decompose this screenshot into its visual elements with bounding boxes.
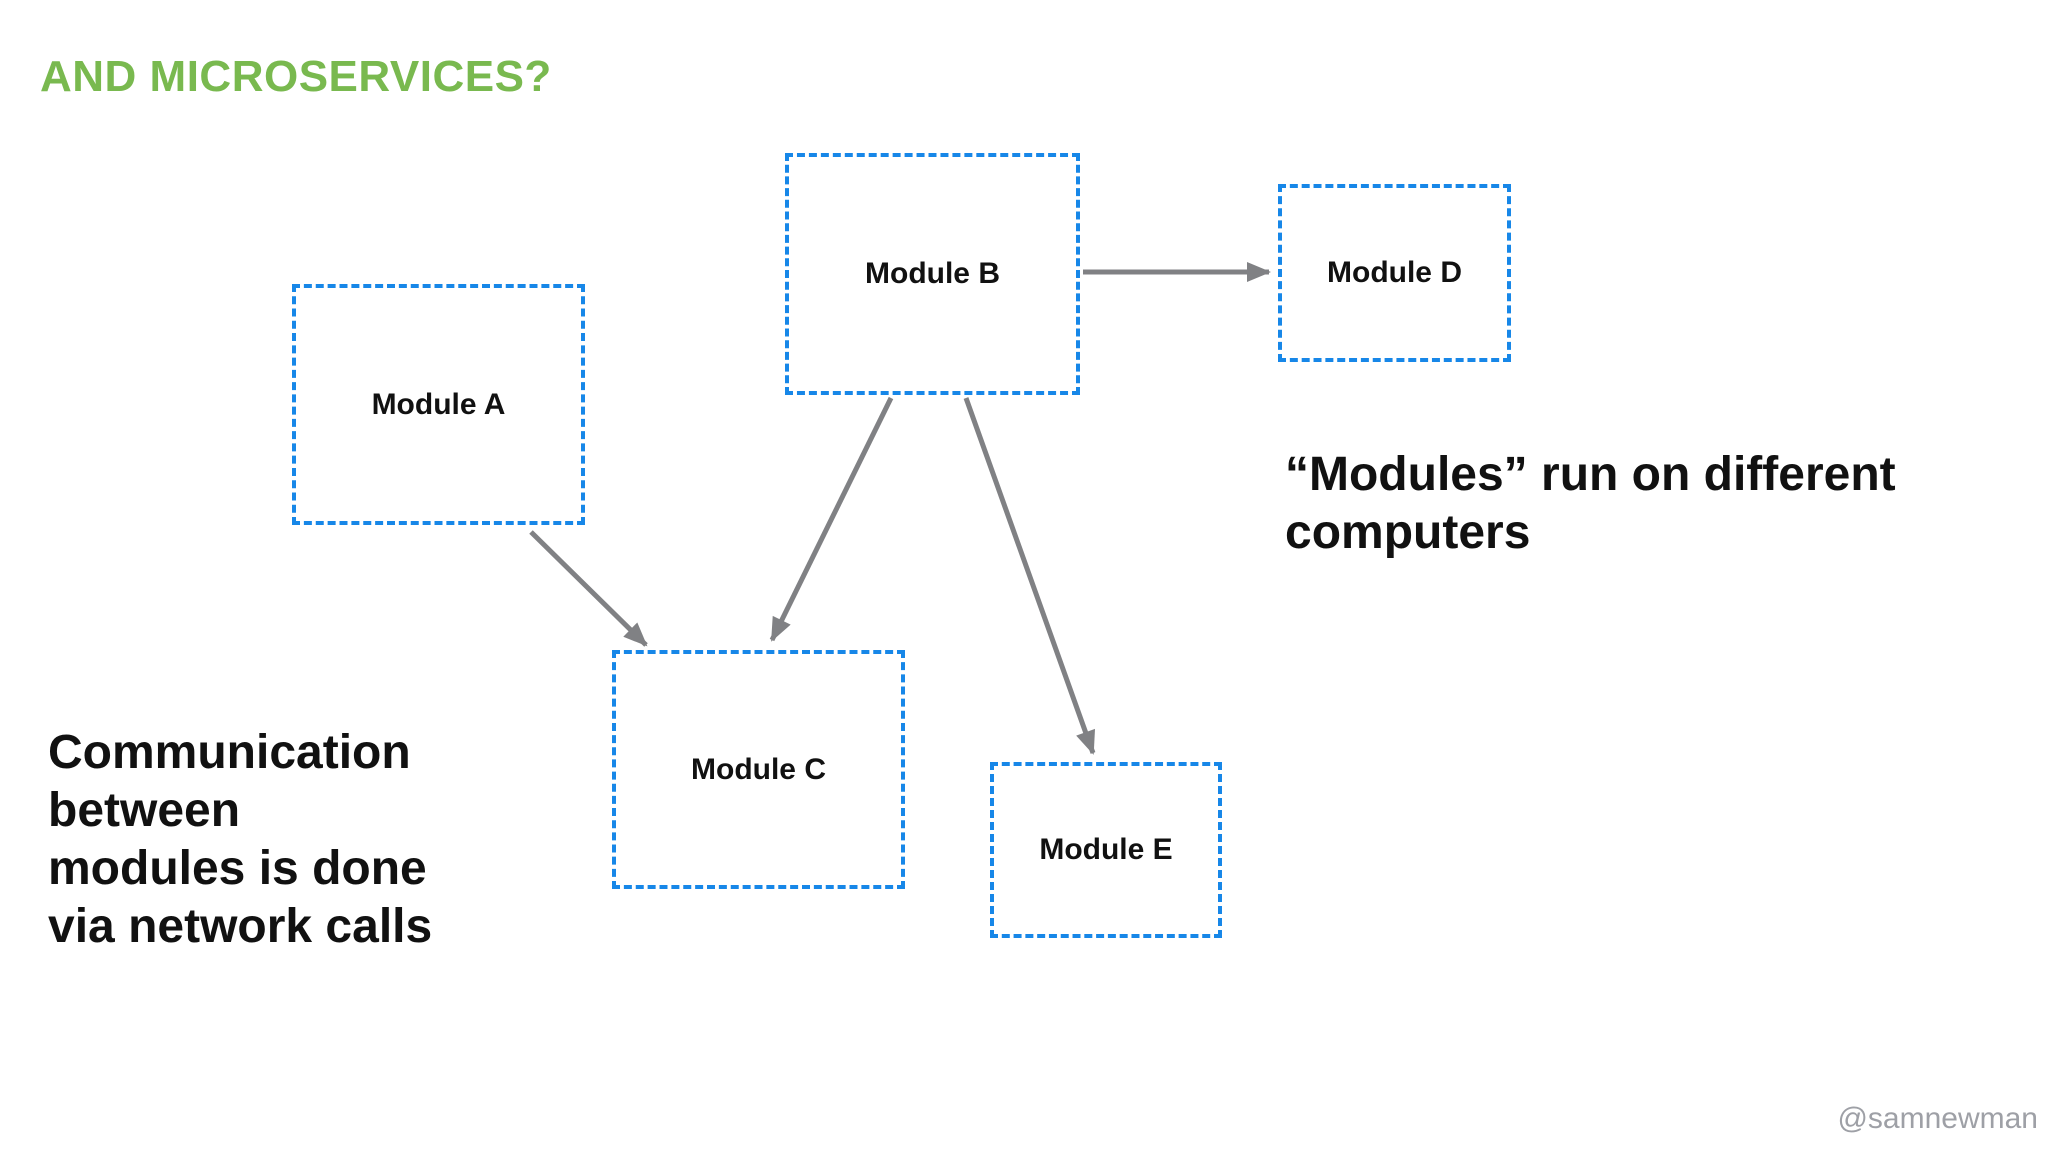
slide-title: AND MICROSERVICES?	[40, 52, 552, 101]
watermark: @samnewman	[1837, 1102, 2038, 1135]
left-note-line: modules is done	[48, 842, 427, 895]
module-e-label: Module E	[1039, 833, 1173, 866]
module-a-label: Module A	[371, 387, 506, 421]
left-note-line: via network calls	[48, 900, 433, 953]
left-note-line: Communication	[48, 726, 411, 779]
arrow-module-b-to-module-e	[963, 397, 1096, 755]
module-b-box: Module B	[785, 153, 1080, 395]
module-c-box: Module C	[612, 650, 905, 889]
module-c-label: Module C	[691, 752, 826, 786]
module-e-box: Module E	[990, 762, 1222, 938]
arrow-module-b-to-module-c	[769, 396, 894, 642]
right-note: “Modules” run on different computers	[1285, 446, 1896, 562]
module-d-box: Module D	[1278, 184, 1511, 362]
right-note-line: computers	[1285, 506, 1531, 559]
arrow-module-a-to-module-c	[529, 530, 648, 647]
module-b-label: Module B	[865, 257, 1000, 290]
module-d-label: Module D	[1327, 256, 1462, 289]
module-a-box: Module A	[292, 284, 585, 525]
left-note-line: between	[48, 784, 241, 837]
right-note-line: “Modules” run on different	[1285, 448, 1896, 501]
left-note: Communication between modules is done vi…	[48, 724, 432, 956]
